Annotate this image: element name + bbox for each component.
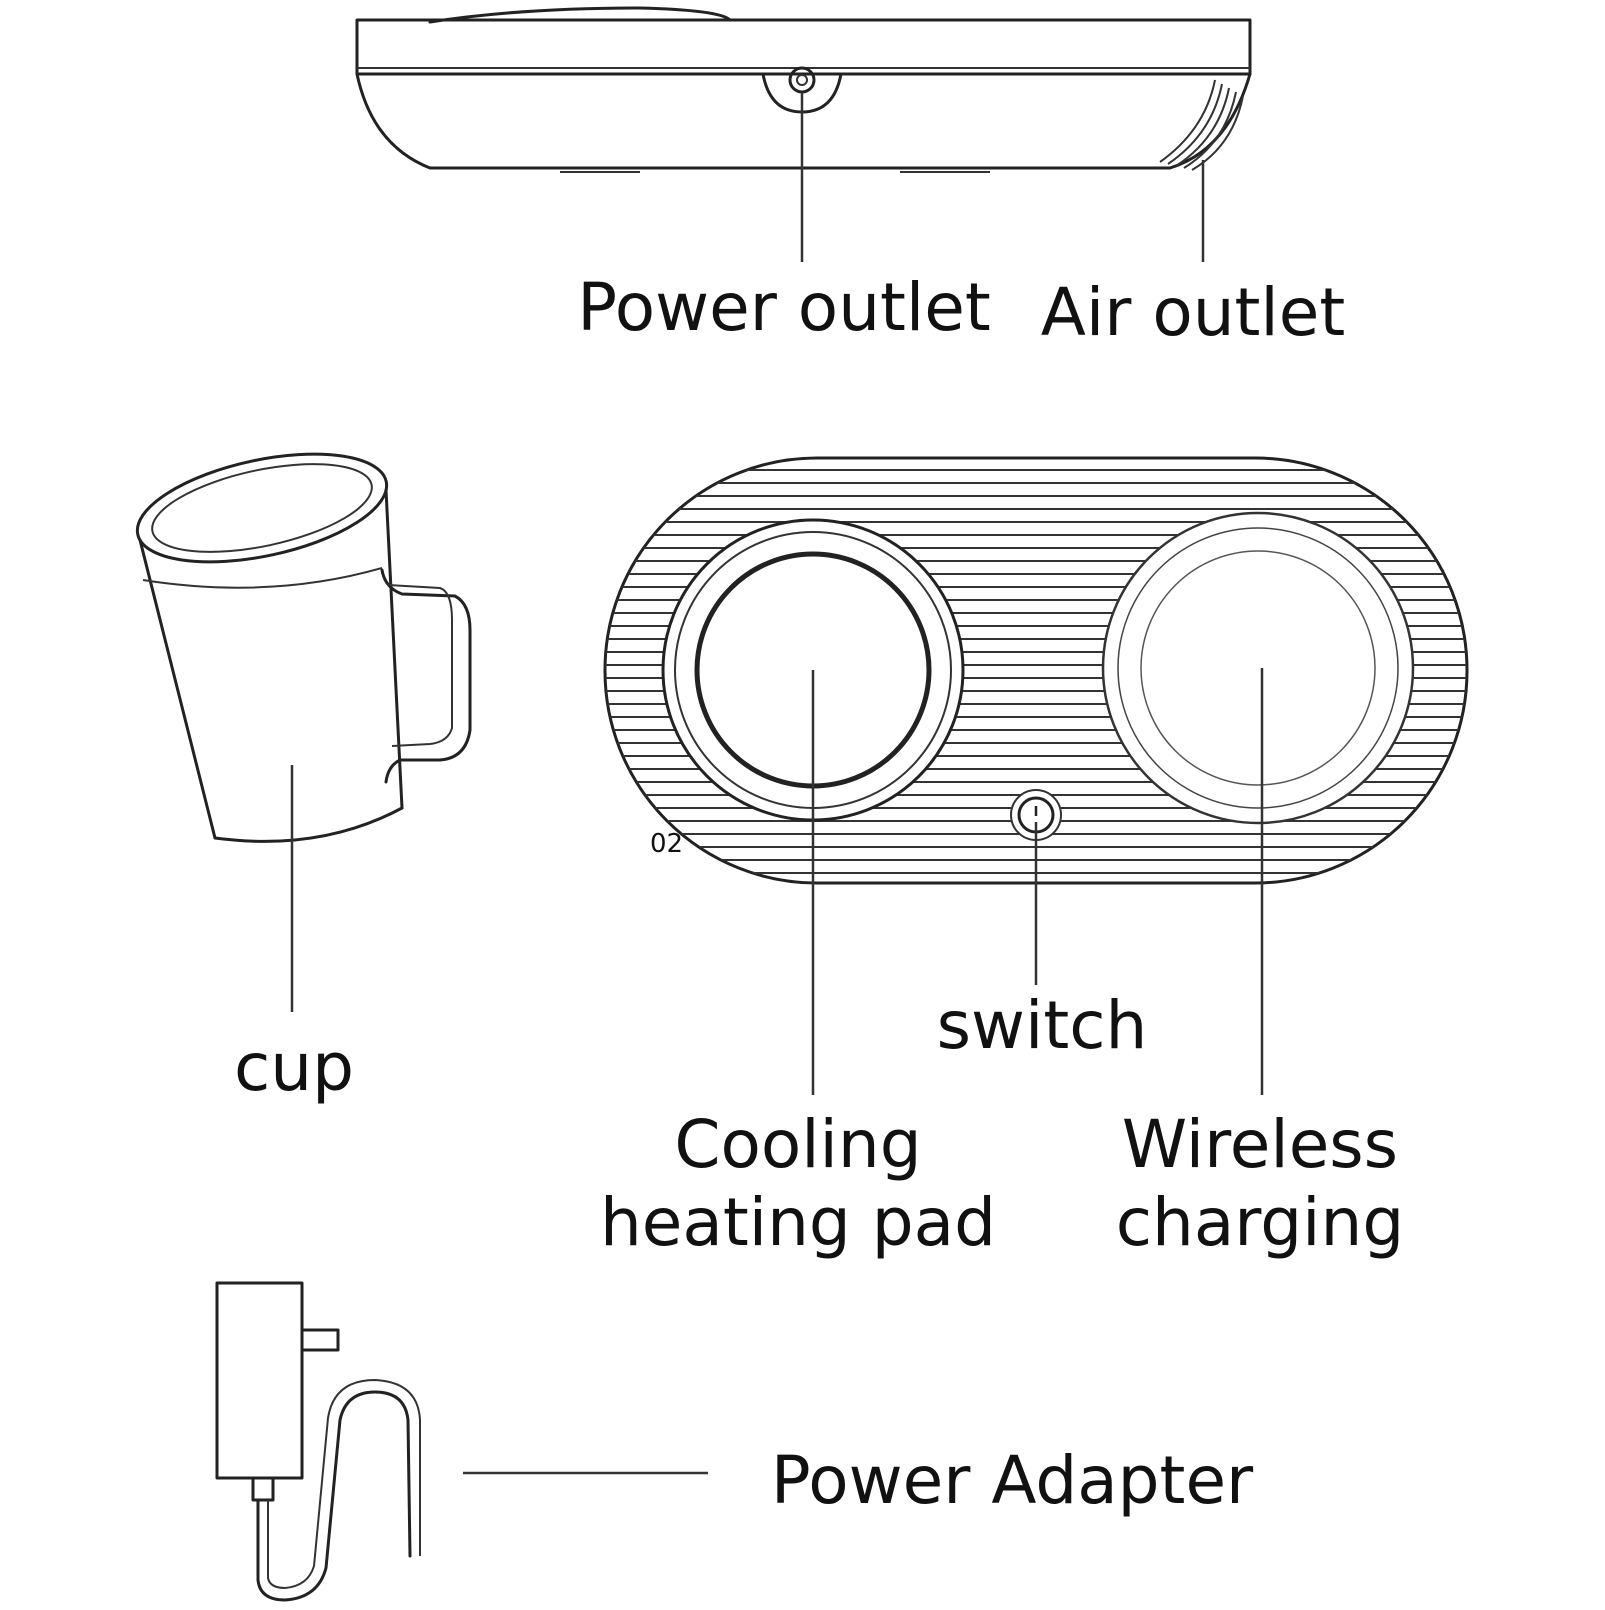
power-adapter-drawing xyxy=(215,1281,421,1602)
base-side-view xyxy=(355,6,1252,173)
wireless-charging-label-line2: charging xyxy=(1116,1184,1405,1261)
power-button-icon xyxy=(1010,789,1062,841)
switch-label: switch xyxy=(937,987,1148,1064)
air-outlet-label: Air outlet xyxy=(1041,274,1346,351)
wireless-charging-coil xyxy=(1101,511,1415,825)
air-outlet-vent-icon xyxy=(1159,79,1244,171)
cooling-heating-pad-label-line1: Cooling xyxy=(674,1106,921,1183)
model-mark-label: 02 xyxy=(650,829,683,859)
cooling-heating-pad-label-line2: heating pad xyxy=(600,1184,996,1261)
cup-drawing xyxy=(135,452,472,843)
power-adapter-label: Power Adapter xyxy=(771,1442,1254,1519)
base-top-view: 02 xyxy=(603,456,1469,885)
cup-label: cup xyxy=(234,1029,354,1106)
wireless-charging-label-line1: Wireless xyxy=(1122,1106,1398,1183)
power-outlet-label: Power outlet xyxy=(577,269,990,346)
